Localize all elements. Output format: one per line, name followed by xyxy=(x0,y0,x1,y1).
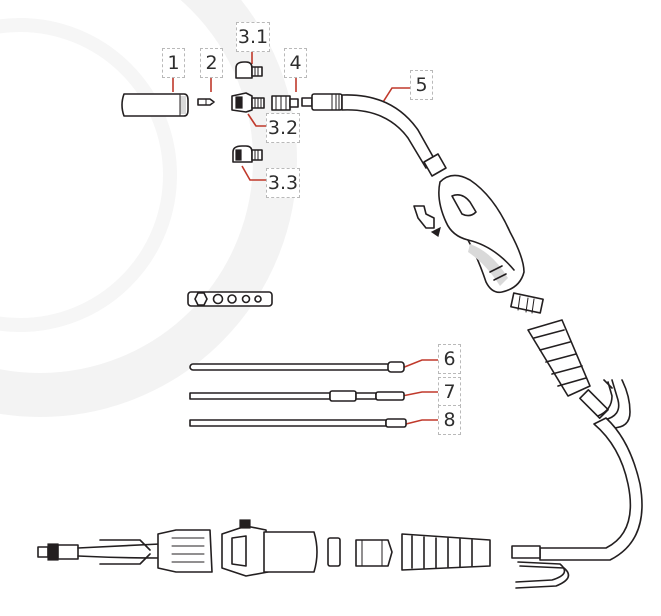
label-6: 6 xyxy=(438,344,461,374)
bottom-assembly xyxy=(37,519,570,589)
part-3-3-tip-holder xyxy=(232,145,263,163)
spanner-tool xyxy=(187,291,273,307)
label-3-2: 3.2 xyxy=(266,113,300,143)
part-8-liner xyxy=(189,418,407,428)
torch-handle xyxy=(438,174,525,294)
label-1: 1 xyxy=(162,48,185,78)
part-3-2-tip-holder xyxy=(231,92,265,113)
background-arcs xyxy=(0,0,297,417)
label-3-1: 3.1 xyxy=(236,22,270,52)
cable-connectors xyxy=(510,292,609,419)
label-4: 4 xyxy=(284,48,307,78)
torch-trigger xyxy=(413,205,441,237)
part-5-swan-neck xyxy=(301,93,447,177)
label-3-3: 3.3 xyxy=(266,168,300,198)
part-1-nozzle xyxy=(121,93,189,117)
label-8: 8 xyxy=(438,405,461,435)
label-5: 5 xyxy=(410,70,433,100)
main-cable xyxy=(539,417,643,561)
label-2: 2 xyxy=(200,48,223,78)
label-7: 7 xyxy=(438,377,461,407)
part-4-gas-diffuser xyxy=(271,95,299,111)
part-6-liner xyxy=(189,361,405,373)
part-3-1-tip-holder xyxy=(235,61,263,79)
part-2-contact-tip xyxy=(197,98,215,106)
part-7-liner xyxy=(189,390,405,402)
